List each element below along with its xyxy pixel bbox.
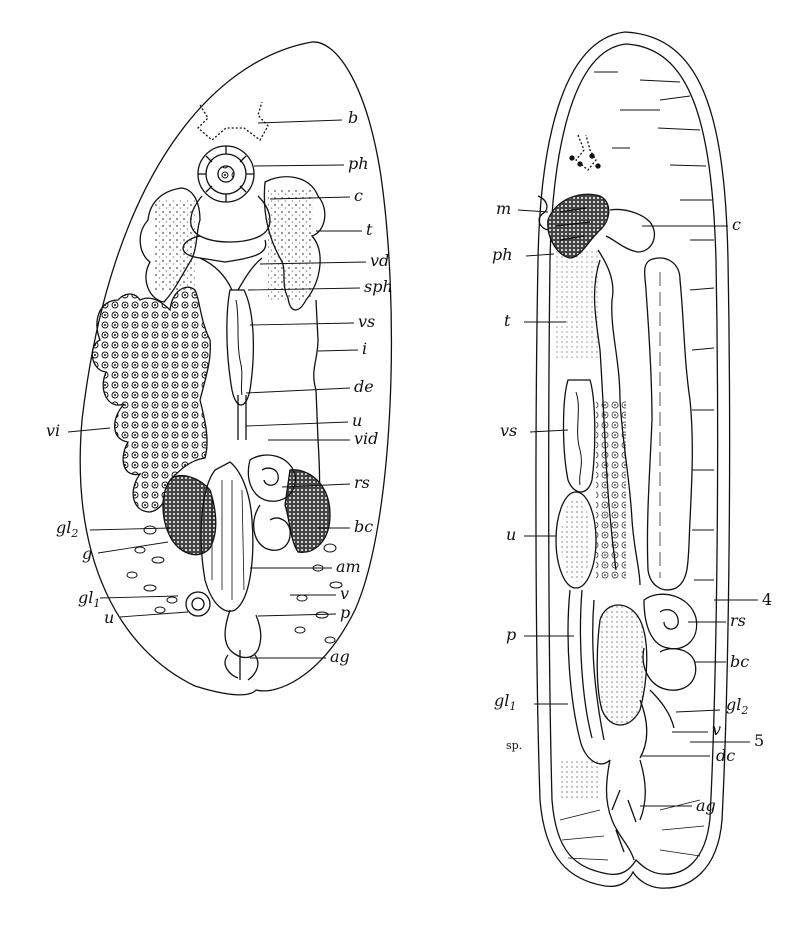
right-leader-lines: [517, 209, 758, 807]
label-t-right: t: [504, 311, 511, 330]
label-u-right: u: [506, 525, 517, 544]
right-atrium: [605, 759, 646, 861]
left-seminal-vesicle: [226, 289, 255, 406]
left-testis-left: [139, 187, 201, 303]
label-rs-right: rs: [730, 611, 746, 630]
left-atrium: [224, 609, 262, 659]
label-vs-right: vs: [500, 421, 518, 440]
right-glands: [596, 604, 648, 726]
right-gut: [643, 257, 693, 591]
label-bc-right: bc: [730, 652, 750, 671]
right-receptaculum: [643, 593, 698, 650]
label-rs-left: rs: [354, 473, 370, 492]
right-specimen: [535, 31, 731, 889]
label-vid: vid: [354, 429, 379, 448]
label-u-left-right: u: [352, 411, 363, 430]
label-v-right: v: [712, 720, 722, 739]
left-body-outline: [79, 41, 393, 696]
right-body-outline: [535, 31, 731, 889]
label-bc-left: bc: [354, 517, 374, 536]
label-m: m: [496, 199, 512, 218]
label-gl2-right: gl2: [726, 695, 749, 718]
right-transverse-lines: [594, 71, 715, 581]
right-testis: [556, 250, 600, 360]
label-v-left: v: [340, 584, 350, 603]
left-leader-lines: [67, 119, 367, 659]
right-mouth: [537, 195, 549, 231]
label-ph-right: ph: [492, 245, 513, 264]
left-genital-glands: [162, 475, 217, 556]
label-p-right: p: [506, 625, 517, 644]
label-i: i: [362, 339, 368, 358]
label-sp: sp.: [506, 739, 523, 752]
label-g: g: [82, 544, 93, 563]
left-uterus: [185, 591, 211, 617]
label-c-right: c: [732, 215, 741, 234]
label-vd: vd: [370, 251, 390, 270]
label-gl1-right: gl1: [494, 691, 517, 714]
label-p-left: p: [340, 603, 351, 622]
label-c-left: c: [354, 186, 363, 205]
right-seminal-vesicle: [562, 379, 596, 493]
label-de: de: [354, 377, 374, 396]
label-ph-left: ph: [348, 154, 369, 173]
left-receptaculum: [247, 454, 296, 502]
right-brain: [575, 134, 597, 171]
label-t-left: t: [366, 220, 373, 239]
right-gut-anterior: [605, 208, 655, 253]
left-brain: [197, 101, 269, 141]
label-am: am: [336, 557, 361, 576]
left-bursa-copulatrix: [284, 469, 331, 553]
left-antrum: [200, 461, 254, 612]
label-ag-right: ag: [696, 796, 716, 815]
left-specimen: [79, 41, 393, 696]
right-bursa: [642, 647, 697, 691]
left-vesicles: [126, 525, 343, 644]
label-sph: sph: [364, 277, 393, 296]
right-posterior-lines: [559, 799, 705, 861]
label-dc: dc: [716, 746, 736, 765]
label-5: 5: [754, 731, 765, 750]
label-ag-left: ag: [330, 647, 350, 666]
label-gl1-left: gl1: [78, 588, 101, 611]
left-intestine: [190, 195, 271, 243]
right-uterus: [555, 491, 597, 589]
label-vi: vi: [46, 421, 61, 440]
label-gl2-left: gl2: [56, 518, 79, 541]
label-u-left: u: [104, 608, 115, 627]
label-4: 4: [762, 590, 773, 609]
label-b: b: [348, 108, 359, 127]
label-vs-left: vs: [358, 312, 376, 331]
